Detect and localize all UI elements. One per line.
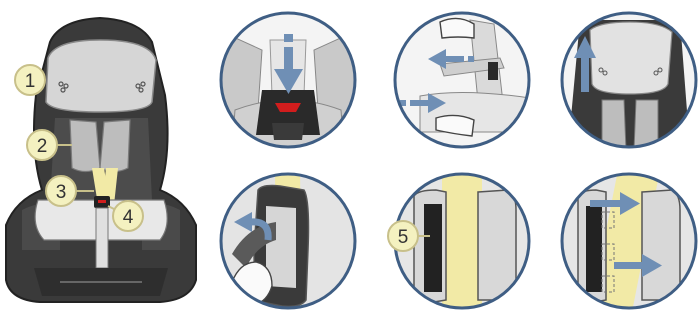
- svg-text:3: 3: [56, 182, 67, 203]
- svg-text:4: 4: [123, 207, 134, 228]
- svg-text:5: 5: [398, 227, 409, 248]
- step-4-peel-pad: [220, 170, 360, 313]
- svg-text:2: 2: [37, 136, 48, 157]
- step-1-press-buckle: [218, 12, 360, 160]
- step-2-pull-belts: [394, 12, 534, 152]
- step-6-slide-belts: [561, 170, 699, 313]
- callout-1: 1: [15, 65, 45, 95]
- step-3-lift-headrest: [561, 12, 699, 152]
- svg-text:1: 1: [25, 71, 36, 92]
- car-seat-overview: [6, 18, 196, 302]
